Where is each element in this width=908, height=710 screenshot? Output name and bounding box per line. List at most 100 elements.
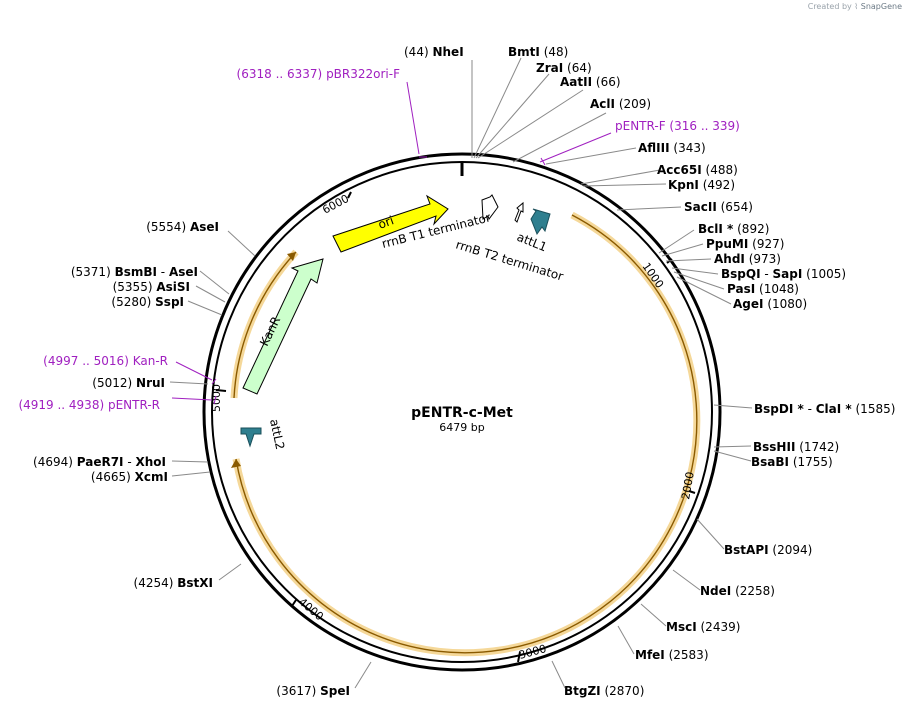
site-AflIII-label: AflIII [638,141,670,155]
site-NheI-label: NheI [432,45,463,59]
site-SspI: (5280) SspI [111,295,184,309]
site-BssHII-pos: (1742) [799,440,839,454]
site-NruI: (5012) NruI [92,376,165,390]
site-MscI-pos: (2439) [701,620,741,634]
site-BstAPI-pos: (2094) [772,543,812,557]
site-ZraI-label: ZraI [536,61,563,75]
site-MscI: MscI (2439) [666,620,740,634]
site-BspQI: BspQI - SapI (1005) [721,267,846,281]
site-SacII-label: SacII [684,200,717,214]
feature-ori-label: ori [376,213,395,231]
ruler-tick-2000: 2000 [679,471,697,501]
site-BspQI-label: BspQI [721,267,761,281]
site-AseI: (5554) AseI [146,220,219,234]
site-PasI-label: PasI [727,282,755,296]
site-SacII: SacII (654) [684,200,753,214]
primer-pENTR-R-label: pENTR-R [108,398,160,412]
site-AhdI: AhdI (973) [714,252,781,266]
site-PaeR7I-pos: (4694) [33,455,73,469]
site-SspI-pos: (5280) [111,295,151,309]
site-PaeR7I: (4694) PaeR7I - XhoI [33,455,166,469]
site-ClaI-label: ClaI * [816,402,853,416]
insert-arc [230,211,701,657]
site-KpnI: KpnI (492) [668,178,735,192]
site-NdeI: NdeI (2258) [700,584,775,598]
site-BstXI-pos: (4254) [134,576,174,590]
primer-pBR322ori-F: (6318 .. 6337) pBR322ori-F [237,67,401,81]
site-NdeI-pos: (2258) [735,584,775,598]
site-MfeI: MfeI (2583) [635,648,709,662]
site-BsmBI-pos: (5371) [71,265,111,279]
feature-attl1-label: attL1 [515,230,549,255]
site-XcmI-label: XcmI [135,470,168,484]
site-BmtI: BmtI (48) [508,45,568,59]
primer-pENTR-F-range: (316 .. 339) [669,119,739,133]
primer-pENTR-R: (4919 .. 4938) pENTR-R [18,398,160,412]
site-SpeI-label: SpeI [320,684,350,698]
site-XcmI: (4665) XcmI [91,470,168,484]
snapgene-watermark: Created by ⌇ SnapGene [808,2,902,11]
feature-ori: ori [332,194,449,253]
site-BspDI: BspDI * - ClaI * (1585) [754,402,895,416]
site-SpeI-pos: (3617) [276,684,316,698]
site-AsiSI-label: AsiSI [156,280,190,294]
primer-pENTR-F: pENTR-F (316 .. 339) [615,119,740,133]
site-Acc65I-label: Acc65I [657,163,702,177]
site-BsmBI-label: BsmBI [115,265,157,279]
site-AatII-label: AatII [560,75,592,89]
site-AsiSI: (5355) AsiSI [113,280,190,294]
site-BsaBI-label: BsaBI [751,455,789,469]
site-AflIII: AflIII (343) [638,141,706,155]
site-MfeI-pos: (2583) [669,648,709,662]
site-NheI-pos: (44) [404,45,429,59]
site-AatII-pos: (66) [596,75,621,89]
feature-attl2: attL2 [240,418,287,451]
site-BstAPI-label: BstAPI [724,543,769,557]
site-BspDI-pos: (1585) [856,402,896,416]
feature-rrnb-t2-label: rrnB T2 terminator [454,237,565,283]
site-BmtI-label: BmtI [508,45,540,59]
site-PasI-pos: (1048) [759,282,799,296]
site-ZraI: ZraI (64) [536,61,592,75]
site-MscI-label: MscI [666,620,697,634]
site-AseI-pos: (5554) [146,220,186,234]
site-NheI: (44) NheI [404,45,464,59]
watermark-prefix: Created by [807,2,852,11]
primer-Kan-R-range: (4997 .. 5016) [43,354,129,368]
site-BclI: BclI * (892) [698,222,769,236]
site-SacII-pos: (654) [721,200,753,214]
site-NruI-label: NruI [136,376,165,390]
site-BtgZI-label: BtgZI [564,684,601,698]
primer-Kan-R-label: Kan-R [133,354,168,368]
site-ZraI-pos: (64) [567,61,592,75]
site-BsmBI: (5371) BsmBI - AseI [71,265,198,279]
site-BsaBI: BsaBI (1755) [751,455,833,469]
site-BstXI-label: BstXI [177,576,213,590]
site-AclI-label: AclI [590,97,615,111]
site-PpuMI: PpuMI (927) [706,237,784,251]
site-AsiSI-pos: (5355) [113,280,153,294]
site-Esp3I-label: AseI [169,265,198,279]
site-AclI: AclI (209) [590,97,651,111]
site-AhdI-pos: (973) [749,252,781,266]
site-KpnI-label: KpnI [668,178,699,192]
ruler-tick-5000: 5000 [210,384,223,412]
leader-lines [169,57,753,689]
site-Acc65I-pos: (488) [706,163,738,177]
site-BclI-label: BclI * [698,222,734,236]
site-BspDI-label: BspDI * [754,402,804,416]
site-NdeI-label: NdeI [700,584,731,598]
plasmid-name: pENTR-c-Met [411,405,513,421]
site-BtgZI: BtgZI (2870) [564,684,644,698]
site-BclI-pos: (892) [737,222,769,236]
site-NruI-pos: (5012) [92,376,132,390]
feature-kanr: KanR [242,258,324,395]
primer-pENTR-R-range: (4919 .. 4938) [18,398,104,412]
site-AclI-pos: (209) [619,97,651,111]
site-BssHII: BssHII (1742) [753,440,839,454]
plasmid-length: 6479 bp [439,421,484,434]
site-BstXI: (4254) BstXI [134,576,213,590]
site-SapI-label: SapI [773,267,803,281]
feature-attl2-label: attL2 [267,418,287,451]
site-XhoI-label: XhoI [135,455,166,469]
